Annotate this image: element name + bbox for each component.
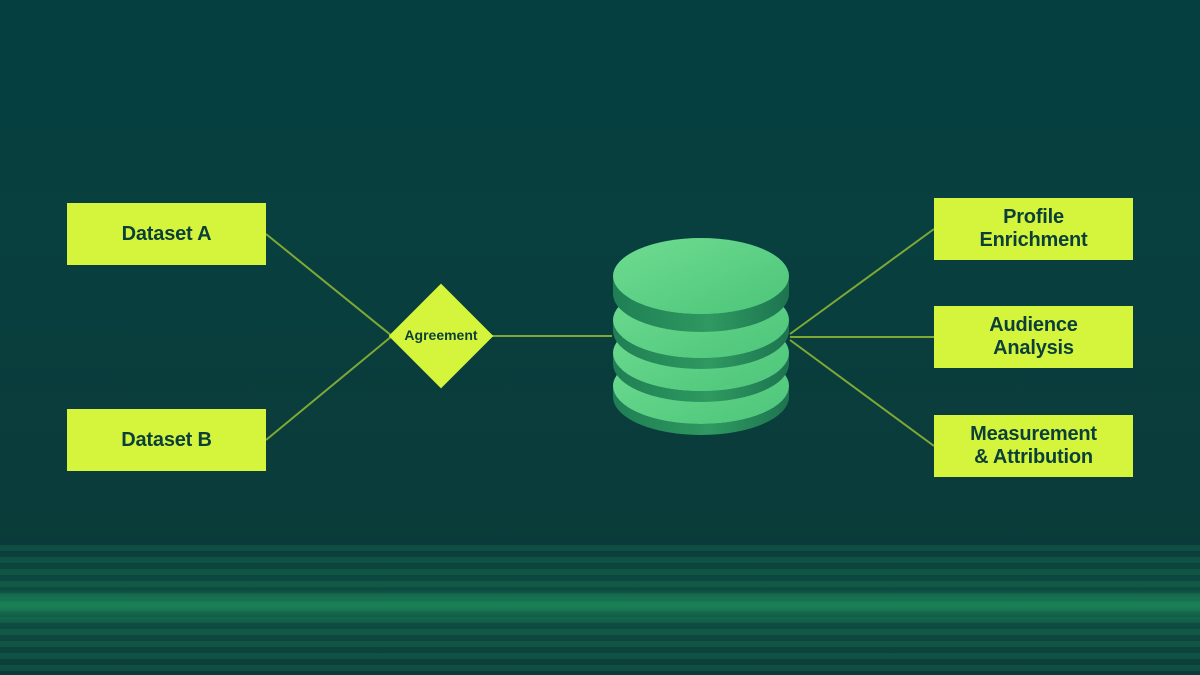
connector-lines [265, 228, 935, 447]
bottom-glow-band [0, 545, 1200, 675]
dataset-b-label: Dataset B [121, 428, 212, 451]
measurement-attribution-label-line2: & Attribution [974, 446, 1093, 468]
measurement-attribution-label-line1: Measurement [970, 423, 1097, 445]
profile-enrichment-label-line1: Profile [1003, 206, 1064, 228]
connector-database-profile [789, 228, 935, 335]
database-icon [613, 238, 789, 435]
agreement-label: Agreement [404, 327, 478, 343]
audience-analysis-node: Audience Analysis [934, 306, 1133, 368]
connector-database-measurement [789, 339, 935, 447]
measurement-attribution-node: Measurement & Attribution [934, 415, 1133, 477]
dataset-a-label: Dataset A [121, 222, 212, 245]
audience-analysis-label-line1: Audience [989, 314, 1078, 336]
profile-enrichment-node: Profile Enrichment [934, 198, 1133, 260]
connector-dataset-a-agreement [265, 233, 393, 337]
dataset-a-node: Dataset A [67, 203, 266, 265]
audience-analysis-label-line2: Analysis [993, 337, 1074, 359]
profile-enrichment-label-line2: Enrichment [979, 229, 1088, 251]
connector-dataset-b-agreement [265, 335, 393, 441]
dataset-b-node: Dataset B [67, 409, 266, 471]
